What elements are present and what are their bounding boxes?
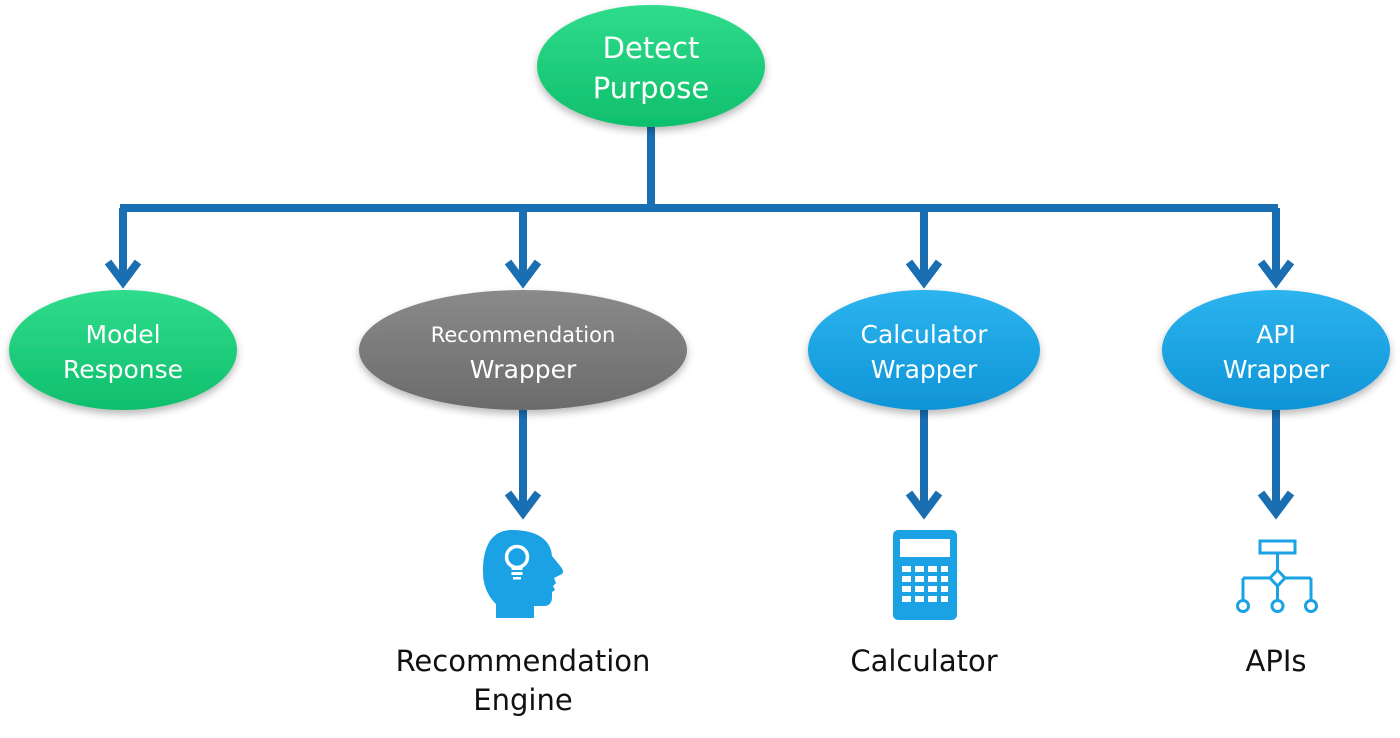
connectors <box>104 122 1295 520</box>
node-label-line2: Wrapper <box>1223 355 1330 384</box>
node-detect-purpose[interactable]: Detect Purpose <box>537 5 765 127</box>
arrowhead <box>1257 259 1295 289</box>
node-api-wrapper[interactable]: API Wrapper <box>1162 290 1390 410</box>
node-model-response[interactable]: Model Response <box>9 290 237 410</box>
arrowhead <box>1257 490 1295 520</box>
node-label-line1: Calculator <box>861 320 989 349</box>
calculator-icon <box>893 530 957 620</box>
node-label-line2: Wrapper <box>470 355 577 384</box>
node-label-line2: Purpose <box>593 71 709 105</box>
node-recommendation-wrapper[interactable]: Recommendation Wrapper <box>359 290 687 410</box>
caption-calculator: Calculator <box>850 644 997 678</box>
caption-recommendation-engine-line2: Engine <box>473 683 572 717</box>
api-flowchart-icon <box>1236 539 1318 613</box>
node-label-line1: Model <box>85 320 160 349</box>
arrowhead <box>104 259 142 289</box>
caption-apis: APIs <box>1246 644 1307 678</box>
node-calculator-wrapper[interactable]: Calculator Wrapper <box>808 290 1040 410</box>
arrowhead <box>504 490 542 520</box>
arrowhead <box>905 490 943 520</box>
node-label-line1: Detect <box>603 31 700 65</box>
lightbulb-head-icon <box>483 530 564 618</box>
node-label-line1: Recommendation <box>431 323 616 347</box>
node-label-line2: Wrapper <box>871 355 978 384</box>
caption-recommendation-engine-line1: Recommendation <box>396 644 651 678</box>
node-label-line1: API <box>1256 320 1296 349</box>
arrowhead <box>504 259 542 289</box>
node-label-line2: Response <box>63 355 183 384</box>
arrowhead <box>905 259 943 289</box>
